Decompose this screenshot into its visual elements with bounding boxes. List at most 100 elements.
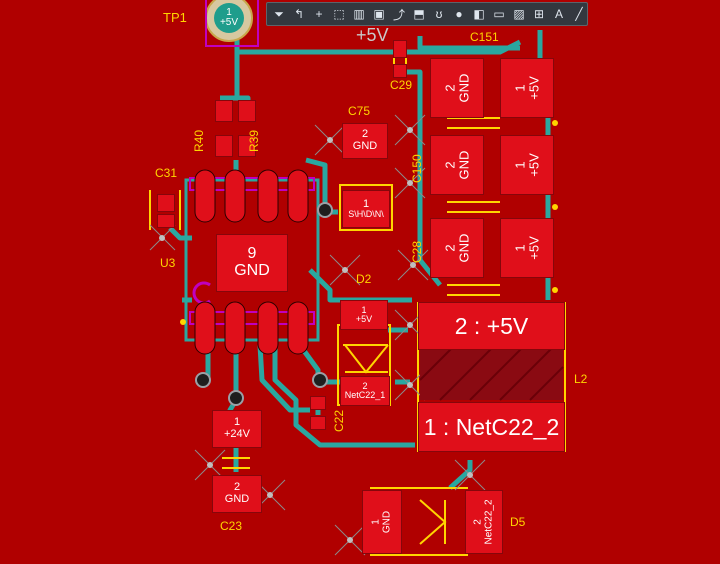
pad-net: GND bbox=[456, 233, 471, 263]
c23-pad-2[interactable]: 2 GND bbox=[212, 475, 262, 513]
l2-hatch-lines bbox=[419, 347, 564, 401]
crosshair-icon[interactable]: + bbox=[315, 7, 323, 21]
pad-net: +5V bbox=[526, 236, 541, 260]
r40-pad-1[interactable] bbox=[215, 100, 233, 122]
pad-net: NetC22_1 bbox=[344, 390, 386, 400]
align-icon[interactable]: ▥ bbox=[353, 7, 365, 21]
designator-c28: C28 bbox=[410, 240, 424, 263]
c22-pad-1[interactable] bbox=[310, 396, 326, 410]
marker-icon[interactable]: ● bbox=[455, 7, 463, 21]
u3-keepout-top bbox=[189, 177, 315, 191]
pad-number: 2 bbox=[233, 481, 241, 494]
pad-net: NetC22_2 bbox=[483, 499, 494, 545]
c151-pad-1[interactable]: 1+5V bbox=[500, 58, 554, 118]
pad-net: GND bbox=[456, 73, 471, 103]
c29-pad-2[interactable] bbox=[393, 64, 407, 78]
tp1-center bbox=[214, 3, 244, 33]
u3-top-pins bbox=[194, 169, 309, 223]
c75-pad-1[interactable]: 1 S\H\D\N\ bbox=[342, 190, 390, 228]
interactive-route-icon[interactable]: ⤴ bbox=[392, 7, 405, 22]
fill-icon[interactable]: ◧ bbox=[473, 7, 485, 21]
designator-r40: R40 bbox=[192, 129, 206, 152]
c23-pad-1[interactable]: 1 +24V bbox=[212, 410, 262, 448]
c75-pad-2[interactable]: 2 GND bbox=[342, 123, 388, 159]
u3-keepout-bottom bbox=[189, 311, 315, 325]
u3-exposed-pad[interactable]: 9 GND bbox=[216, 234, 288, 292]
pad-net: +5V bbox=[526, 153, 541, 177]
text-icon[interactable]: A bbox=[554, 7, 563, 21]
designator-r39: R39 bbox=[247, 129, 261, 152]
designator-c151: C151 bbox=[470, 30, 499, 44]
d2-pad-1[interactable]: 1 +5V bbox=[340, 300, 388, 330]
pad-net: GND bbox=[456, 150, 471, 180]
designator-u3: U3 bbox=[160, 256, 176, 270]
line-icon[interactable]: ╱ bbox=[575, 7, 583, 21]
pad-number: 2 bbox=[472, 519, 484, 525]
pad-net: +5V bbox=[526, 76, 541, 100]
l2-pad-1[interactable]: 1 : NetC22_2 bbox=[418, 402, 565, 452]
select-rect-icon[interactable]: ⬚ bbox=[333, 7, 345, 21]
filter-icon[interactable]: ⏷ bbox=[274, 6, 284, 21]
pad-net: GND bbox=[381, 510, 392, 534]
pad-number: 1 bbox=[233, 416, 241, 429]
pad-number: 1 bbox=[512, 161, 528, 169]
r40-pad-2[interactable] bbox=[215, 135, 233, 157]
r39-pad-2[interactable] bbox=[238, 135, 256, 157]
u3-body bbox=[184, 178, 320, 342]
image-icon[interactable]: ▨ bbox=[513, 7, 525, 21]
pad-net: GND bbox=[224, 493, 250, 505]
c29-pad-1[interactable] bbox=[393, 40, 407, 58]
pad-net: S\H\D\N\ bbox=[348, 209, 384, 220]
r39-pad-1[interactable] bbox=[238, 100, 256, 122]
u3-bottom-pins bbox=[194, 301, 309, 355]
c22-pad-2[interactable] bbox=[310, 416, 326, 430]
l2-pad-2-label: 2 : +5V bbox=[454, 312, 529, 339]
pad-number: 2 bbox=[442, 84, 458, 92]
pad-net: +24V bbox=[224, 428, 250, 440]
c31-pad-2[interactable] bbox=[157, 214, 175, 228]
pad-number: 9 bbox=[247, 245, 257, 263]
c31-pad-1[interactable] bbox=[157, 194, 175, 212]
pad-net: GND bbox=[234, 262, 270, 279]
pin1-marker bbox=[192, 281, 211, 305]
designator-c31: C31 bbox=[155, 166, 178, 180]
pad-number: 2 bbox=[442, 161, 458, 169]
pad-net: +5V bbox=[355, 314, 373, 324]
arc-icon[interactable]: ʊ bbox=[435, 7, 443, 21]
designator-c29: C29 bbox=[390, 78, 413, 92]
component-icon[interactable]: ▣ bbox=[373, 7, 385, 21]
route-icon[interactable]: ↰ bbox=[293, 7, 305, 21]
region-icon[interactable]: ▭ bbox=[493, 7, 505, 21]
pad-number: 2 bbox=[362, 380, 368, 391]
c28-pad-1[interactable]: 1+5V bbox=[500, 218, 554, 278]
net-label-plus5v: +5V bbox=[356, 25, 389, 45]
designator-c22: C22 bbox=[332, 409, 346, 432]
pad-number: 1 bbox=[362, 197, 370, 210]
tp1-pad-label: 1 +5V bbox=[214, 3, 244, 33]
pad-number: 1 bbox=[512, 84, 528, 92]
designator-c23: C23 bbox=[220, 519, 243, 533]
pad-number: 1 bbox=[512, 244, 528, 252]
pad-net: +5V bbox=[219, 17, 239, 28]
designator-c150: C150 bbox=[410, 154, 424, 183]
pad-number: 2 bbox=[361, 128, 369, 141]
l2-hatch bbox=[420, 348, 563, 400]
active-bar-toolbar: ⏷ ↰ + ⬚ ▥ ▣ ⤴ ⬒ ʊ ● ◧ ▭ ▨ ⊞ A ╱ bbox=[266, 2, 588, 26]
designator-tp1: TP1 bbox=[163, 10, 187, 25]
c150-pad-1[interactable]: 1+5V bbox=[500, 135, 554, 195]
dimension-icon[interactable]: ⊞ bbox=[533, 7, 545, 21]
designator-d2: D2 bbox=[356, 272, 372, 286]
polygon-icon[interactable]: ⬒ bbox=[413, 7, 425, 21]
vias bbox=[195, 202, 333, 406]
l2-pad-2[interactable]: 2 : +5V bbox=[418, 302, 565, 350]
d2-pad-2[interactable]: 2 NetC22_1 bbox=[340, 376, 390, 406]
pad-number: 1 bbox=[370, 519, 382, 525]
pad-number: 1 bbox=[361, 304, 367, 315]
